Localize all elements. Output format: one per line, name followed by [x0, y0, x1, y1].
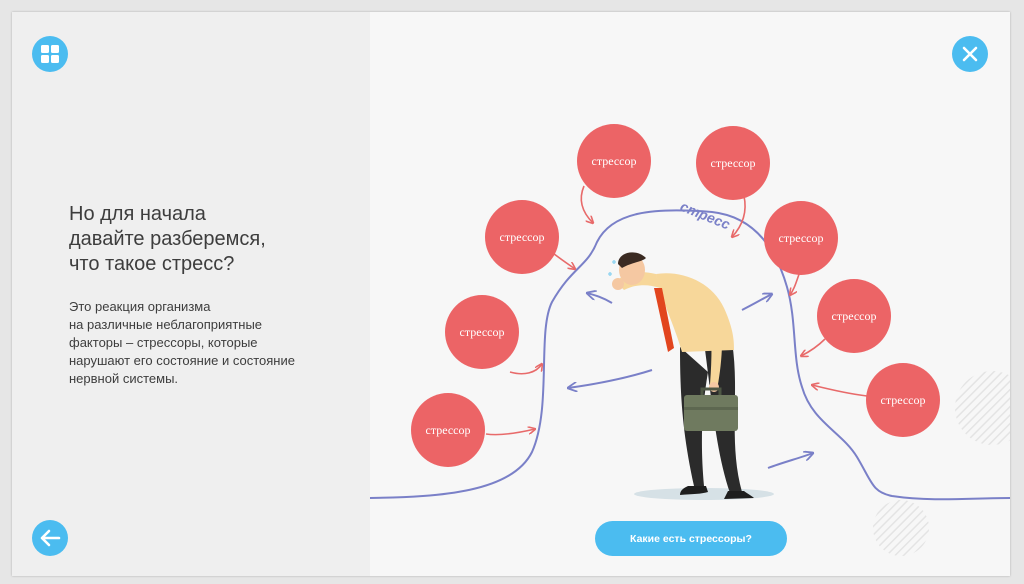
- back-button[interactable]: [32, 520, 68, 556]
- stressed-man-figure: [608, 252, 774, 500]
- stressor-circle: стрессор: [764, 201, 838, 275]
- stress-arrow: [587, 293, 613, 304]
- stress-arrow: [767, 453, 813, 469]
- stressor-arrow: [509, 364, 542, 375]
- stressor-label: стрессор: [832, 309, 877, 323]
- stressor-circle: стрессор: [411, 393, 485, 467]
- description-line: нервной системы.: [69, 371, 179, 386]
- description-line: нарушают его состояние и состояние: [69, 353, 295, 368]
- sweat-drop: [612, 260, 616, 264]
- stressor-label: стрессор: [592, 154, 637, 168]
- decor-circle: [873, 500, 929, 556]
- which-stressors-button[interactable]: Какие есть стрессоры?: [595, 521, 787, 556]
- stressor-circle: стрессор: [866, 363, 940, 437]
- stressor-label: стрессор: [881, 393, 926, 407]
- hanging-arm: [710, 304, 723, 384]
- description-line: факторы – стрессоры, которые: [69, 335, 258, 350]
- heading-line: давайте разберемся,: [69, 228, 266, 250]
- description-line: на различные неблагоприятные: [69, 317, 263, 332]
- slide-heading: Но для начала давайте разберемся, что та…: [69, 202, 359, 277]
- stressor-arrow: [580, 185, 593, 223]
- sweat-drop: [608, 272, 612, 276]
- shoe: [724, 491, 754, 499]
- heading-line: Но для начала: [69, 203, 206, 225]
- briefcase: [684, 395, 738, 431]
- stressor-circle: стрессор: [485, 200, 559, 274]
- stressor-circle: стрессор: [817, 279, 891, 353]
- tie: [654, 288, 674, 352]
- stressor-arrow: [485, 429, 535, 436]
- hand: [612, 278, 624, 290]
- heading-line: что такое стресс?: [69, 253, 235, 275]
- description-line: Это реакция организма: [69, 299, 211, 314]
- grid-icon: [41, 45, 59, 63]
- decor-circle: [955, 371, 1010, 445]
- stress-arrow: [568, 369, 653, 388]
- stressor-arrow: [801, 338, 826, 356]
- stressor-arrow: [812, 385, 868, 397]
- stressor-circle: стрессор: [577, 124, 651, 198]
- slide-frame: стресс стрессор стрессор: [12, 12, 1010, 576]
- shoe: [680, 486, 708, 495]
- stress-label: стресс: [678, 198, 733, 233]
- stressor-label: стрессор: [426, 423, 471, 437]
- close-button[interactable]: [952, 36, 988, 72]
- stressor-label: стрессор: [711, 156, 756, 170]
- arrow-left-icon: [40, 529, 61, 547]
- stress-boundary-line: [369, 209, 1010, 501]
- stressor-label: стрессор: [460, 325, 505, 339]
- stressor-label: стрессор: [779, 231, 824, 245]
- hair: [618, 252, 646, 268]
- stressor-label: стрессор: [500, 230, 545, 244]
- stressor-circle: стрессор: [696, 126, 770, 200]
- stressor-circle: стрессор: [445, 295, 519, 369]
- close-icon: [962, 46, 978, 62]
- menu-button[interactable]: [32, 36, 68, 72]
- stress-illustration: стресс стрессор стрессор: [369, 124, 1010, 556]
- stressor-arrow: [732, 195, 746, 237]
- slide-description: Это реакция организма на различные небла…: [69, 298, 359, 388]
- left-panel: [12, 12, 370, 576]
- stress-arrow: [741, 294, 772, 311]
